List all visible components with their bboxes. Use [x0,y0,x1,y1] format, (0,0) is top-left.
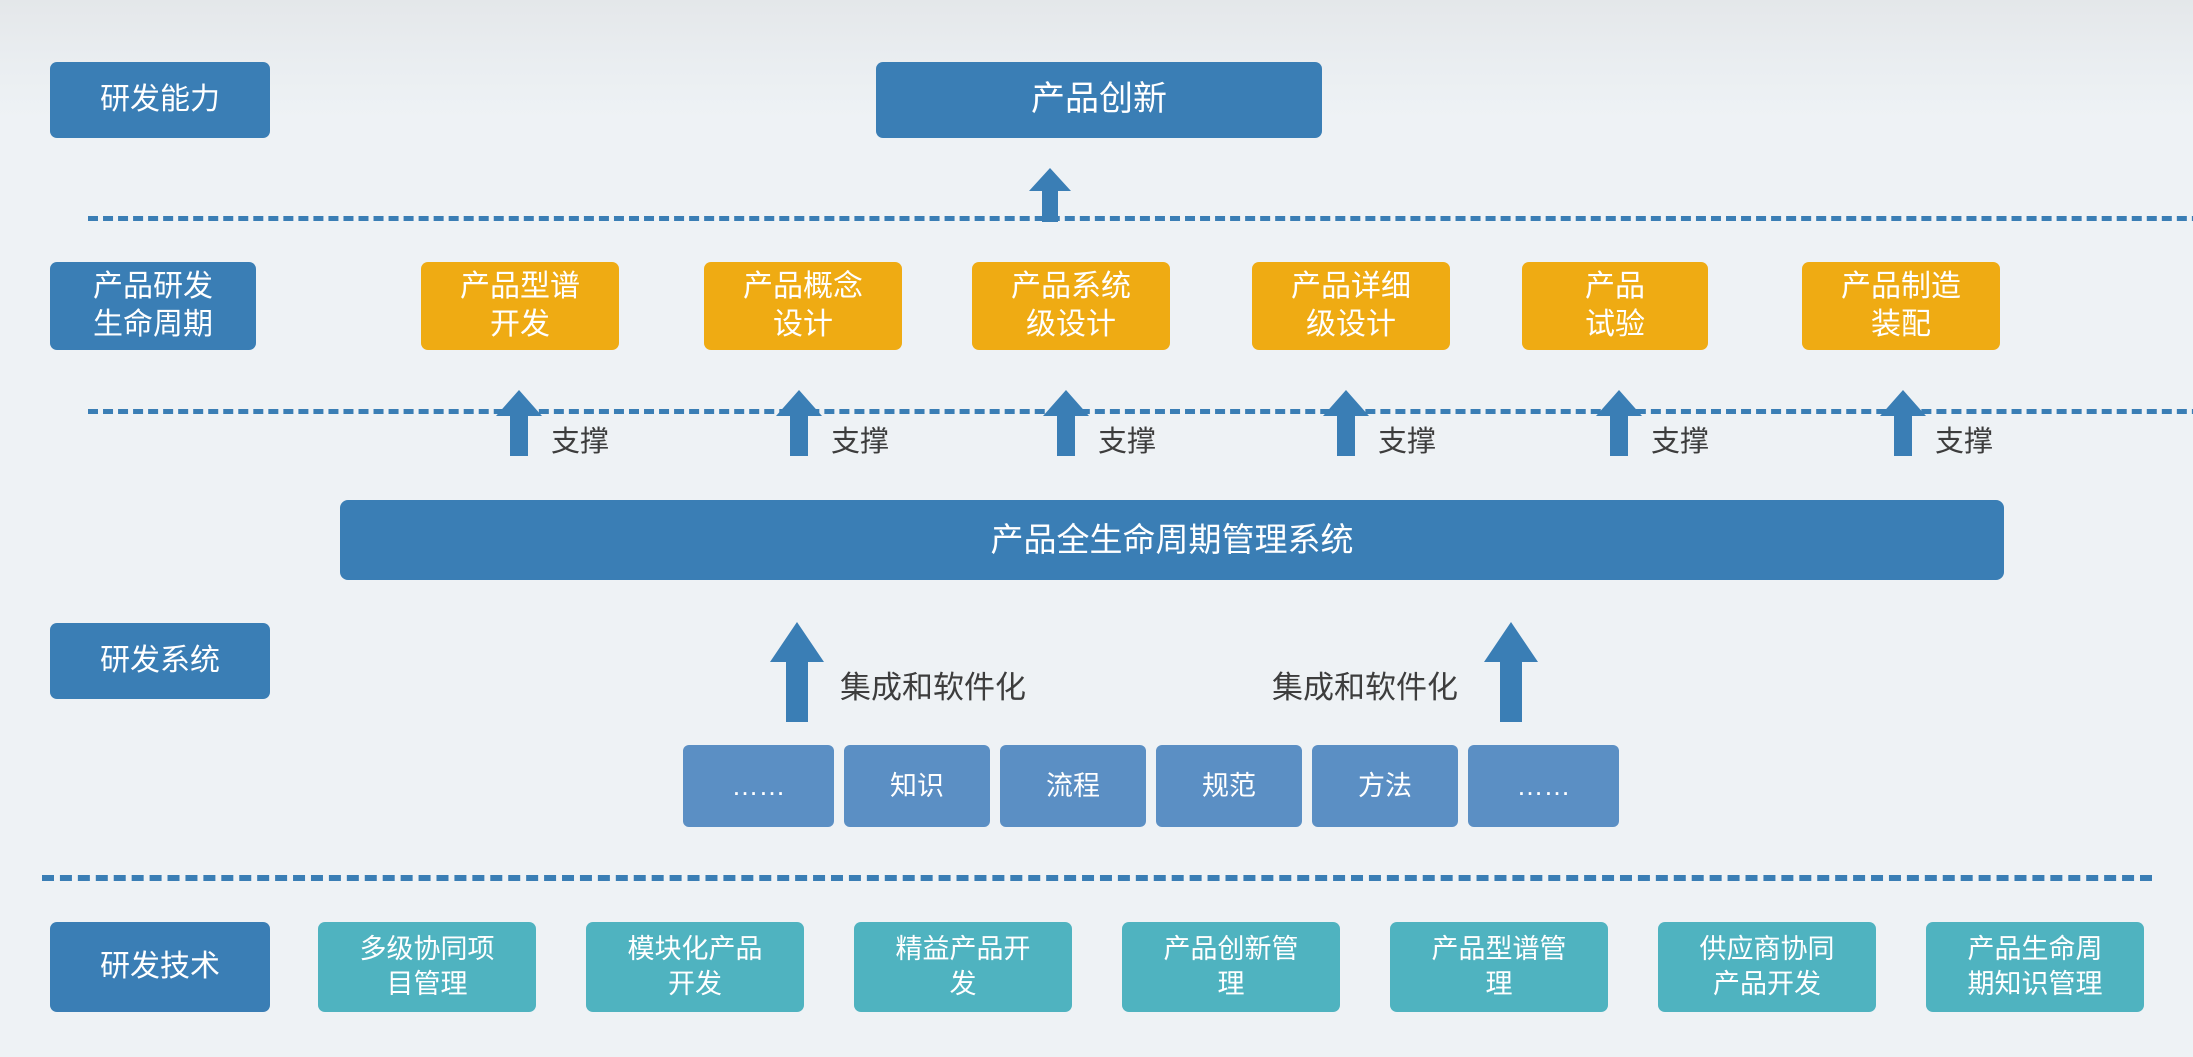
chip-label: 流程 [1046,770,1100,801]
support-caption-3: 支撑 [1098,426,1157,458]
chip-label: …… [731,770,786,801]
tech-product-lineup-mgmt[interactable]: 产品型谱管 理 [1390,922,1608,1012]
tech-label: 多级协同项 目管理 [359,934,495,999]
chip-ellipsis-left[interactable]: …… [683,745,834,827]
tech-label: 模块化产品 开发 [627,934,763,999]
chip-label: 方法 [1358,770,1412,801]
stage-product-concept-design[interactable]: 产品概念 设计 [704,262,902,350]
chip-label: 规范 [1202,770,1256,801]
tech-label: 精益产品开 发 [895,934,1031,999]
arrow-up-integration-right [1484,622,1538,722]
arrow-up-integration-left [770,622,824,722]
tech-modular-product-dev[interactable]: 模块化产品 开发 [586,922,804,1012]
plm-label: 产品全生命周期管理系统 [990,520,1354,558]
arrow-up-to-innovation [1029,168,1071,222]
tech-product-innovation-mgmt[interactable]: 产品创新管 理 [1122,922,1340,1012]
chip-label: 知识 [890,770,944,801]
tech-product-lifecycle-knowledge-mgmt[interactable]: 产品生命周 期知识管理 [1926,922,2144,1012]
integration-caption-right: 集成和软件化 [1272,670,1458,705]
support-caption-4: 支撑 [1378,426,1437,458]
stage-product-manufacture-assembly[interactable]: 产品制造 装配 [1802,262,2000,350]
stage-label: 产品型谱 开发 [460,269,580,341]
left-label-rd-technology[interactable]: 研发技术 [50,922,270,1012]
stage-product-system-design[interactable]: 产品系统 级设计 [972,262,1170,350]
chip-knowledge[interactable]: 知识 [844,745,990,827]
tech-label: 产品创新管 理 [1163,934,1299,999]
tech-supplier-collab-product-dev[interactable]: 供应商协同 产品开发 [1658,922,1876,1012]
support-caption-6: 支撑 [1935,426,1994,458]
left-label-text: 研发系统 [100,643,220,677]
arrow-up-support-1 [496,390,542,456]
left-label-rd-lifecycle[interactable]: 产品研发 生命周期 [50,262,256,350]
tech-multilevel-collab-project-mgmt[interactable]: 多级协同项 目管理 [318,922,536,1012]
divider-dashed-middle [88,409,2193,414]
divider-dashed-bottom [42,875,2152,881]
left-label-text: 研发技术 [100,949,220,983]
arrow-up-support-3 [1043,390,1089,456]
support-caption-5: 支撑 [1651,426,1710,458]
left-label-text: 研发能力 [100,82,220,116]
node-plm-system[interactable]: 产品全生命周期管理系统 [340,500,2004,580]
arrow-up-support-2 [776,390,822,456]
divider-dashed-top [88,216,2193,221]
stage-label: 产品制造 装配 [1841,269,1961,341]
node-label: 产品创新 [1031,80,1167,119]
left-label-text: 产品研发 生命周期 [93,269,213,341]
stage-product-detail-design[interactable]: 产品详细 级设计 [1252,262,1450,350]
stage-label: 产品详细 级设计 [1291,269,1411,341]
tech-lean-product-dev[interactable]: 精益产品开 发 [854,922,1072,1012]
tech-label: 产品型谱管 理 [1431,934,1567,999]
stage-label: 产品 试验 [1585,269,1645,341]
arrow-up-support-5 [1596,390,1642,456]
stage-product-test[interactable]: 产品 试验 [1522,262,1708,350]
integration-caption-left: 集成和软件化 [840,670,1026,705]
node-product-innovation[interactable]: 产品创新 [876,62,1322,138]
chip-process[interactable]: 流程 [1000,745,1146,827]
left-label-rd-capability[interactable]: 研发能力 [50,62,270,138]
tech-label: 供应商协同 产品开发 [1699,934,1835,999]
support-caption-2: 支撑 [831,426,890,458]
chip-label: …… [1516,770,1571,801]
arrow-up-support-6 [1880,390,1926,456]
stage-label: 产品概念 设计 [743,269,863,341]
chip-method[interactable]: 方法 [1312,745,1458,827]
arrow-up-support-4 [1323,390,1369,456]
left-label-rd-system[interactable]: 研发系统 [50,623,270,699]
tech-label: 产品生命周 期知识管理 [1967,934,2103,999]
stage-product-lineup-dev[interactable]: 产品型谱 开发 [421,262,619,350]
chip-standard[interactable]: 规范 [1156,745,1302,827]
stage-label: 产品系统 级设计 [1011,269,1131,341]
chip-ellipsis-right[interactable]: …… [1468,745,1619,827]
support-caption-1: 支撑 [551,426,610,458]
